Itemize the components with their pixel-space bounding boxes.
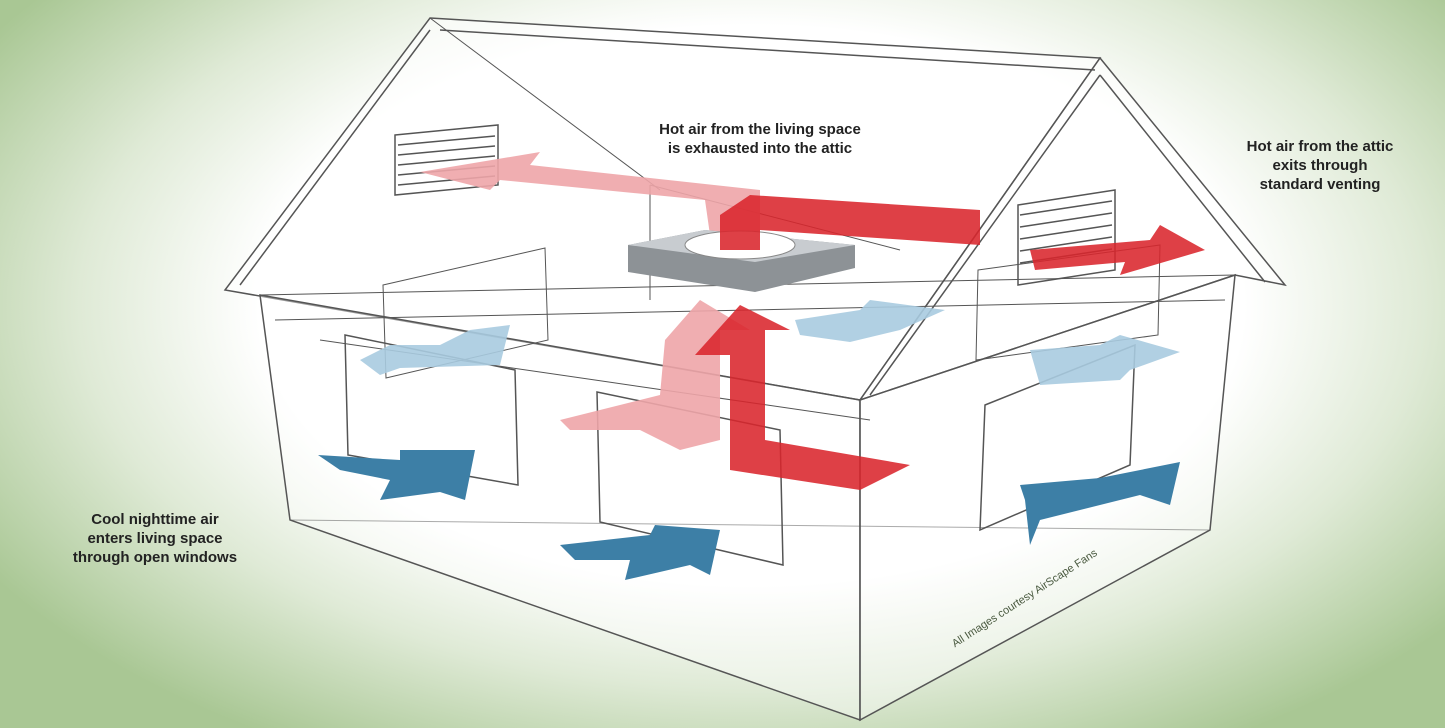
- label-line: Cool nighttime air: [91, 511, 219, 528]
- hot-air-arrows: [695, 195, 1205, 490]
- label-line: is exhausted into the attic: [667, 140, 853, 157]
- label-line: Hot air from the living space: [659, 121, 861, 138]
- cool-air-arrows-light: [360, 300, 1180, 385]
- label-attic-exit: Hot air from the attic exits through sta…: [1215, 137, 1425, 194]
- label-cool-air: Cool nighttime air enters living space t…: [45, 510, 265, 567]
- cool-air-arrows: [318, 450, 1180, 580]
- hot-air-arrows-light: [420, 152, 760, 450]
- label-living-to-attic: Hot air from the living space is exhaust…: [630, 120, 890, 158]
- label-line: enters living space: [87, 530, 223, 547]
- label-line: standard venting: [1259, 176, 1381, 193]
- label-line: through open windows: [72, 549, 238, 566]
- label-line: Hot air from the attic: [1246, 138, 1394, 155]
- label-line: exits through: [1272, 157, 1368, 174]
